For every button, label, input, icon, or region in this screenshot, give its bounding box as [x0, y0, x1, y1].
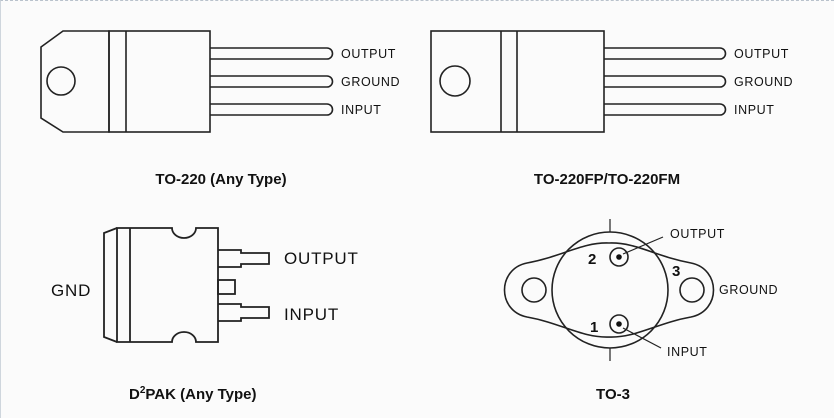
d2pak-heatsink-tab	[103, 227, 118, 343]
to3-caption: TO-3	[596, 386, 630, 403]
to220-pin-label-input: INPUT	[341, 103, 382, 117]
to220-pin-label-ground: GROUND	[341, 75, 400, 89]
d2pak-package	[103, 227, 270, 343]
to3-pin-2-ring	[609, 247, 629, 267]
to3-can	[551, 231, 669, 349]
to3-pin-number-1: 1	[590, 319, 598, 336]
to3-pin-number-2: 2	[588, 251, 596, 268]
to3-label-input: INPUT	[667, 345, 708, 359]
d2pak-lead-ground-stub	[217, 279, 236, 295]
d2pak-lead-input	[218, 303, 270, 322]
d2pak-lead-output	[218, 249, 270, 268]
d2pak-caption: D2PAK (Any Type)	[129, 385, 257, 403]
d2pak-caption-superscript: 2	[140, 385, 146, 396]
to3-pin-1-ring	[609, 314, 629, 334]
to3-pin-number-3: 3	[672, 263, 680, 280]
to220fp-pin-label-input: INPUT	[734, 103, 775, 117]
to220-caption: TO-220 (Any Type)	[155, 171, 286, 188]
to220fp-pin-label-output: OUTPUT	[734, 47, 789, 61]
to3-input-leader	[622, 327, 662, 349]
to220fp-caption: TO-220FP/TO-220FM	[534, 171, 680, 188]
to220-pin-label-output: OUTPUT	[341, 47, 396, 61]
to220fp-lead-output	[604, 47, 727, 60]
to220-body	[108, 30, 211, 133]
to220fp-lead-ground	[604, 75, 727, 88]
to3-mounting-hole-right	[679, 277, 705, 303]
d2pak-body	[116, 227, 219, 343]
to3-label-output: OUTPUT	[670, 227, 725, 241]
d2pak-caption-prefix: D	[129, 386, 140, 403]
to3-mounting-hole-left	[521, 277, 547, 303]
to220-mounting-hole	[46, 66, 76, 96]
to220fp-package	[430, 30, 727, 133]
d2pak-pin-label-output: OUTPUT	[284, 249, 359, 268]
to220-lead-input	[210, 103, 334, 116]
to220fp-lead-input	[604, 103, 727, 116]
to220-lead-ground	[210, 75, 334, 88]
to3-flange	[503, 242, 715, 338]
to3-label-ground: GROUND	[719, 283, 778, 297]
to3-pin-1-dot	[616, 321, 622, 327]
to3-output-leader	[622, 236, 664, 255]
d2pak-caption-rest: PAK (Any Type)	[145, 386, 256, 403]
to3-pin-2-dot	[616, 254, 622, 260]
to220fp-mounting-hole	[439, 65, 471, 97]
to220-lead-output	[210, 47, 334, 60]
to220-package	[40, 30, 334, 133]
to3-package	[503, 219, 715, 361]
d2pak-gnd-label: GND	[51, 281, 91, 300]
d2pak-pin-label-input: INPUT	[284, 305, 339, 324]
to220fp-pin-label-ground: GROUND	[734, 75, 793, 89]
